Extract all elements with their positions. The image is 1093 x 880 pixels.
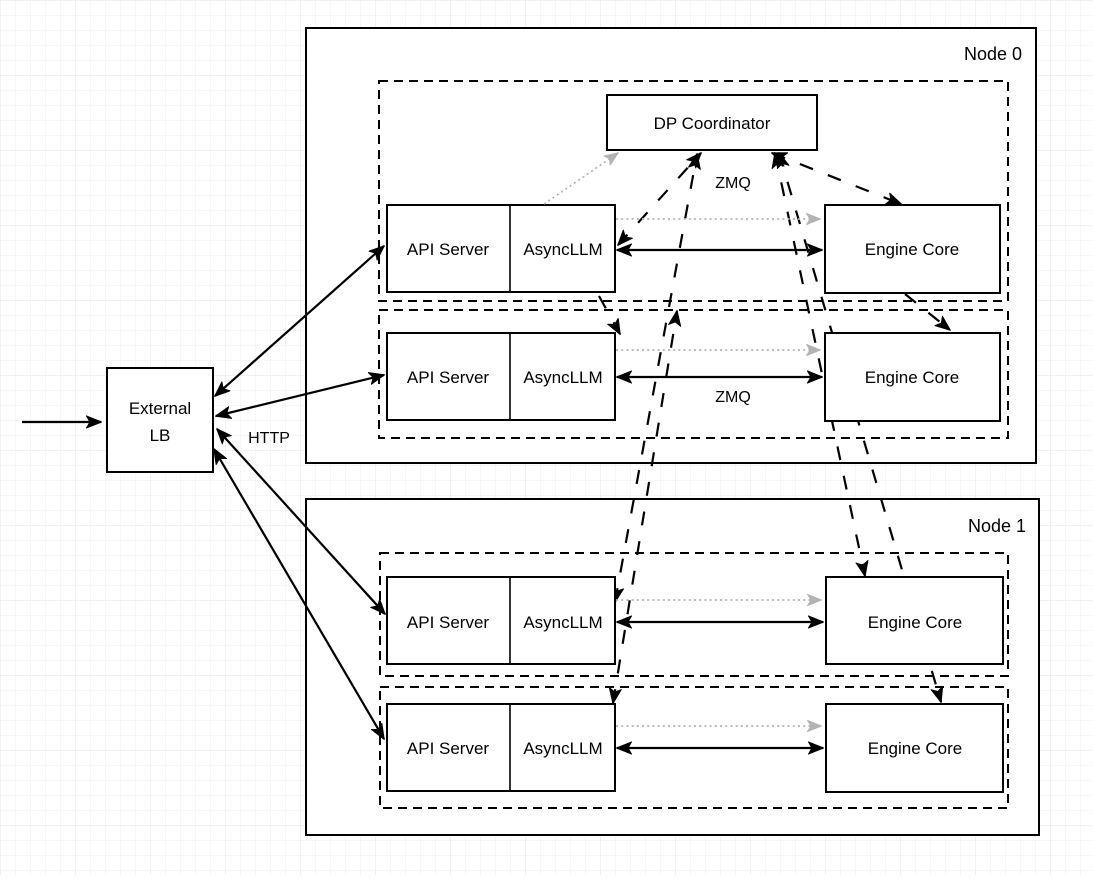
asyncllm-label: AsyncLLM (523, 739, 602, 758)
engine-core-node0-replica1: Engine Core (824, 332, 1001, 422)
solid-connectors (22, 246, 823, 748)
node-0-label: Node 0 (964, 44, 1022, 64)
engine-core-label: Engine Core (865, 368, 960, 387)
asyncllm-label: AsyncLLM (523, 368, 602, 387)
engine-core-node1-replica1: Engine Core (825, 703, 1004, 793)
engine-core-label: Engine Core (865, 240, 960, 259)
api-row-node0-replica0: API Server AsyncLLM (386, 204, 616, 293)
engine-core-node1-replica0: Engine Core (825, 576, 1004, 665)
arrow-lb-apiserver0 (215, 246, 384, 396)
api-server-label: API Server (407, 739, 490, 758)
http-label: HTTP (248, 430, 290, 447)
api-row-node1-replica1: API Server AsyncLLM (386, 703, 616, 792)
dp-coordinator-label: DP Coordinator (654, 114, 771, 133)
node-1-label: Node 1 (968, 516, 1026, 536)
engine-core-node0-replica0: Engine Core (824, 204, 1001, 294)
api-server-label: API Server (407, 368, 490, 387)
dp-coordinator-box: DP Coordinator (606, 94, 818, 151)
api-row-node1-replica0: API Server AsyncLLM (386, 576, 616, 665)
external-lb-box: External LB (106, 367, 214, 473)
arrow-lb-apiserver3 (213, 449, 385, 739)
api-server-label: API Server (407, 613, 490, 632)
api-row-node0-replica1: API Server AsyncLLM (386, 332, 616, 421)
zmq-coordinator-label: ZMQ (715, 175, 751, 192)
asyncllm-label: AsyncLLM (523, 240, 602, 259)
asyncllm-label: AsyncLLM (523, 613, 602, 632)
engine-core-label: Engine Core (868, 739, 963, 758)
zmq-engine-row-label: ZMQ (715, 389, 751, 406)
external-lb-label-line2: LB (150, 426, 171, 445)
engine-core-label: Engine Core (868, 613, 963, 632)
external-lb-label-line1: External (129, 399, 191, 418)
arrow-lb-apiserver1 (216, 375, 384, 416)
api-server-label: API Server (407, 240, 490, 259)
